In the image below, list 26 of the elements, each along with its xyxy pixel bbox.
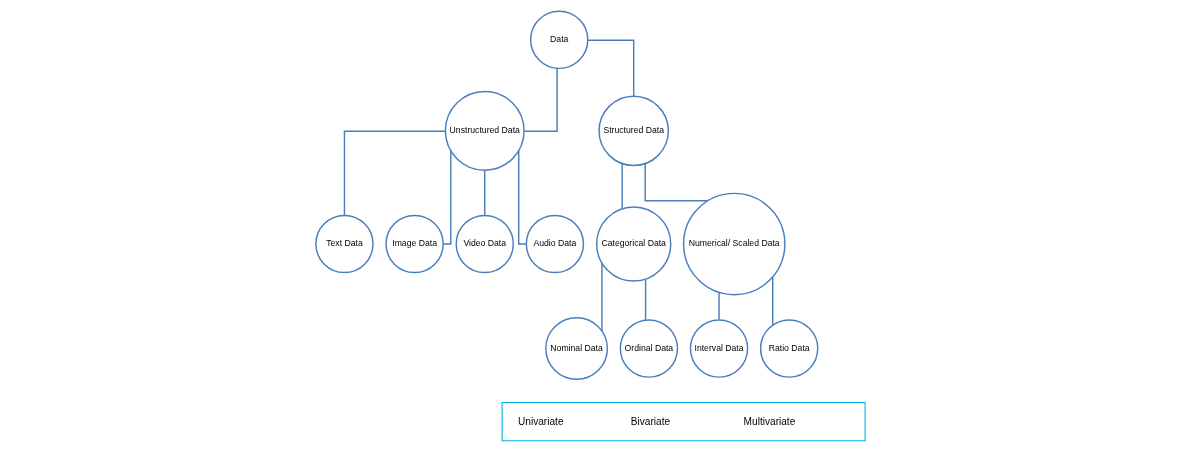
connector [343,130,446,216]
node-circle: Categorical Data [595,206,671,282]
node-circle: Text Data [314,214,374,274]
node-circle: Image Data [384,214,444,274]
node-circle: Interval Data [689,319,748,378]
connector [442,150,451,245]
connector [644,278,646,321]
connector [600,262,603,332]
connector [517,150,527,245]
connector [644,162,709,202]
node-circle: Nominal Data [544,317,608,381]
node-circle: Unstructured Data [444,90,525,171]
node-circle: Numerical/ Scaled Data [682,192,786,296]
node-circle: Video Data [454,214,514,274]
connector [483,169,485,217]
node-circle: Audio Data [525,214,584,274]
connector [523,67,558,132]
connector [771,276,773,326]
node-circle: Structured Data [597,95,669,167]
connector [586,39,634,98]
node-circle: Ratio Data [759,319,818,378]
connector [620,162,623,210]
node-circle: Data [529,10,588,70]
node-circle: Ordinal Data [619,319,678,378]
node-box: Univariate Bivariate Multivariate [501,401,866,442]
connector [717,291,720,321]
